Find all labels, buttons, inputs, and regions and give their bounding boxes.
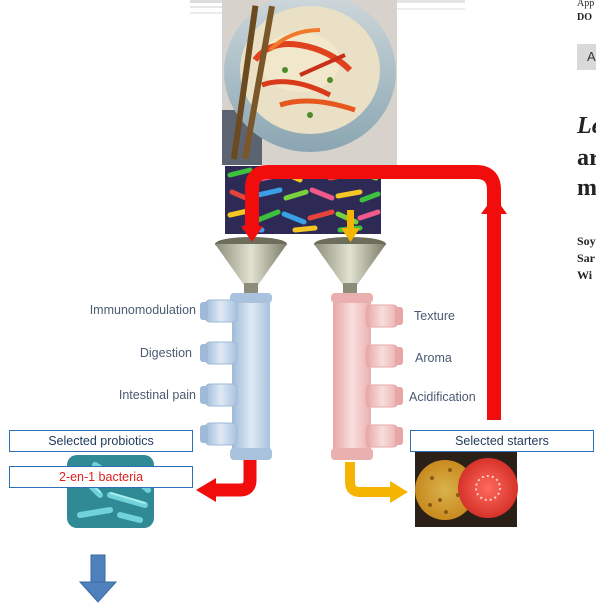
paper-access-button[interactable]: A <box>577 44 596 70</box>
petri-dishes-image <box>415 452 518 527</box>
red-output-arrow <box>196 460 257 502</box>
blurry-text-band <box>190 0 465 14</box>
paper-header-line2: DO <box>577 12 592 23</box>
bacteria-2-in-1-box: 2-en-1 bacteria <box>9 466 193 488</box>
selected-probiotics-box: Selected probiotics <box>9 430 193 452</box>
right-funnel <box>314 237 386 295</box>
paper-title-line2: ar <box>577 145 596 171</box>
paper-author-line2: Sar <box>577 251 595 265</box>
left-pipe <box>200 293 272 460</box>
blue-down-arrow <box>78 554 118 603</box>
paper-header-line1: App <box>577 0 595 9</box>
paper-title-line3: m <box>577 175 596 201</box>
label-digestion: Digestion <box>139 346 192 360</box>
selected-starters-box: Selected starters <box>410 430 594 452</box>
paper-title-line1: Le <box>577 113 596 139</box>
red-return-arrowhead-up <box>481 196 507 214</box>
paper-access-button-label: A <box>587 49 596 64</box>
left-funnel <box>215 237 287 295</box>
red-return-arrowhead-down <box>241 226 263 242</box>
kimchi-photo <box>222 0 397 165</box>
red-return-arrow <box>245 165 501 420</box>
orange-output-arrow <box>345 462 408 503</box>
label-intestinal-pain: Intestinal pain <box>118 388 196 402</box>
label-acidification: Acidification <box>409 390 476 404</box>
right-pipe <box>331 293 403 460</box>
label-aroma: Aroma <box>415 351 452 365</box>
paper-author-line3: Wi <box>577 268 593 282</box>
label-texture: Texture <box>414 309 455 323</box>
orange-funnel-arrow <box>341 210 360 242</box>
paper-author-line1: Soy <box>577 234 596 248</box>
label-immunomodulation: Immunomodulation <box>89 303 196 317</box>
